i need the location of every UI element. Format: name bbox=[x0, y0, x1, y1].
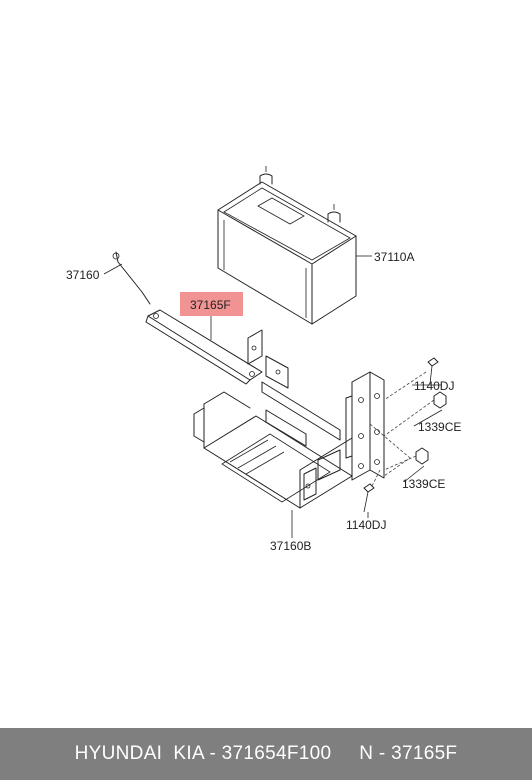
battery-clamp-strap bbox=[145, 309, 263, 385]
footer-gap bbox=[331, 743, 359, 765]
highlight-37165f bbox=[180, 292, 243, 316]
footer-bar: HYUNDAI KIA - 371654F100 N - 37165F bbox=[0, 728, 532, 780]
side-bracket bbox=[345, 371, 385, 481]
callout-37160: 37160 bbox=[66, 268, 100, 282]
callout-1339ce-bottom: 1339CE bbox=[402, 477, 445, 491]
callout-1339ce-top: 1339CE bbox=[418, 420, 461, 434]
callout-37160b: 37160B bbox=[270, 539, 311, 553]
bolt-top bbox=[427, 357, 439, 385]
hold-down-rod bbox=[112, 251, 151, 305]
parts-diagram: 37110A 37160 37165F 1140DJ 1339CE 1339CE… bbox=[66, 166, 461, 553]
bolt-bottom bbox=[363, 483, 375, 513]
callout-37110a: 37110A bbox=[374, 250, 414, 264]
callout-1140dj-bottom: 1140DJ bbox=[346, 518, 386, 532]
battery-tray bbox=[193, 329, 353, 509]
callout-1140dj-top: 1140DJ bbox=[414, 379, 454, 393]
footer-brand-part: HYUNDAI KIA - 371654F100 bbox=[74, 743, 332, 764]
battery bbox=[217, 166, 357, 325]
footer-part-number: N - 37165F bbox=[359, 743, 458, 764]
nut-bottom bbox=[415, 447, 429, 465]
callout-37165f: 37165F bbox=[190, 298, 231, 312]
nut-top bbox=[433, 391, 447, 409]
